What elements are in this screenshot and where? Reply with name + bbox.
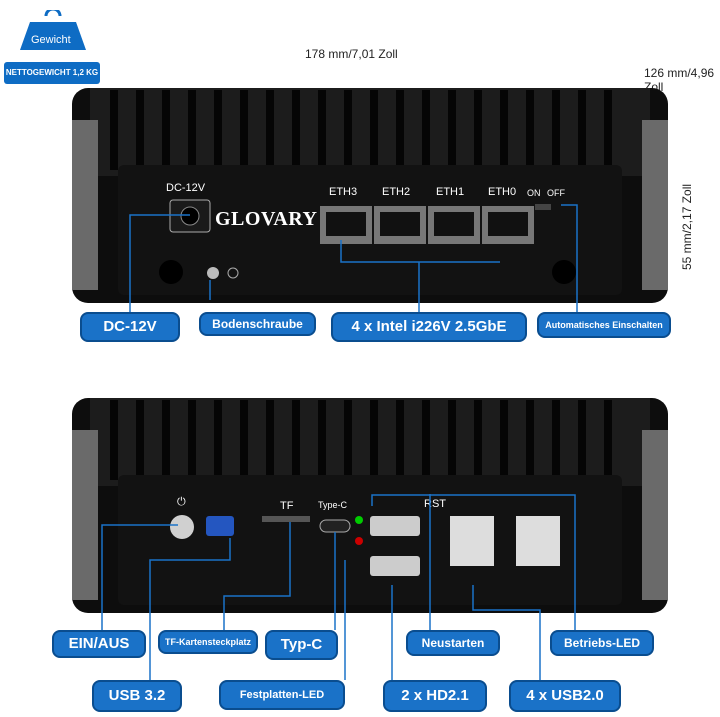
screw-callout: Bodenschraube — [199, 312, 316, 336]
off-label: OFF — [547, 188, 565, 198]
weight-label: Gewicht — [31, 34, 71, 46]
weight-icon — [20, 10, 86, 50]
eth-callout: 4 x Intel i226V 2.5GbE — [331, 312, 527, 342]
power-callout: EIN/AUS — [52, 630, 146, 658]
net-weight-label: NETTOGEWICHT 1,2 KG — [4, 62, 100, 84]
back-device-body — [72, 398, 668, 613]
height-dimension: 55 mm/2,17 Zoll — [680, 183, 694, 270]
eth2-label: ETH2 — [382, 186, 411, 198]
width-dimension: 178 mm/7,01 Zoll — [305, 47, 398, 61]
tf-label: TF — [280, 500, 294, 512]
typec-callout: Typ-C — [265, 630, 338, 660]
depth-dimension-1: 126 mm/4,96 — [644, 66, 715, 80]
typec-label: Type-C — [318, 500, 348, 510]
eth0-label: ETH0 — [488, 186, 517, 198]
back-device: ⏻ TF Type-C RST — [70, 390, 670, 615]
usb3-callout: USB 3.2 — [92, 680, 182, 712]
front-device: DC-12V GLOVARY ETH3 ETH2 ETH1 ETH0 ON OF… — [70, 80, 670, 305]
hdd-led-callout: Festplatten-LED — [219, 680, 345, 710]
hdmi-callout: 2 x HD2.1 — [383, 680, 487, 712]
power-icon: ⏻ — [177, 496, 186, 508]
front-device-body — [72, 88, 668, 303]
auto-on-callout: Automatisches Einschalten — [537, 312, 671, 338]
reset-callout: Neustarten — [406, 630, 500, 656]
tf-callout: TF-Kartensteckplatz — [158, 630, 258, 654]
led-callout: Betriebs-LED — [550, 630, 654, 656]
dc-callout: DC-12V — [80, 312, 180, 342]
eth1-label: ETH1 — [436, 186, 465, 198]
eth3-label: ETH3 — [329, 186, 358, 198]
usb2-callout: 4 x USB2.0 — [509, 680, 621, 712]
dc-port-label: DC-12V — [166, 182, 206, 194]
brand-logo: GLOVARY — [215, 208, 318, 230]
rst-label: RST — [424, 498, 446, 510]
on-label: ON — [527, 188, 541, 198]
